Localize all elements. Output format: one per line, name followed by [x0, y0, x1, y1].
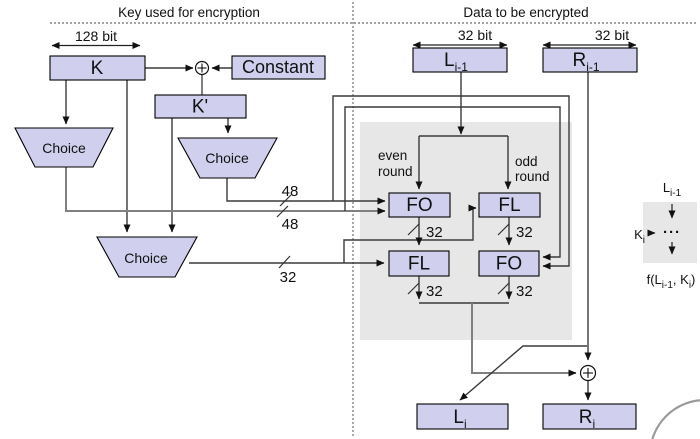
choice2-trapezoid — [177, 137, 278, 179]
bus-slash-fl-odd-out — [497, 223, 510, 236]
bus-label-fl-even-out: 32 — [426, 283, 443, 300]
fl-even-box — [388, 250, 450, 277]
l-input-label: Li-1 — [444, 50, 468, 74]
connector-r-to-l-out-swap — [459, 345, 587, 401]
bus-label-fo-odd-out: 32 — [516, 283, 533, 300]
legend-function-dots: ··· — [663, 224, 681, 241]
legend-input-label: Li-1 — [663, 180, 682, 199]
l-output-label: Li — [453, 407, 466, 431]
l-output-box — [416, 403, 509, 430]
kprime-box-label: K' — [192, 97, 208, 118]
bus-label-fo-even-out: 32 — [426, 224, 443, 241]
choice2-label: Choice — [205, 150, 249, 166]
k-box — [49, 55, 146, 81]
fo-even-label: FO — [406, 195, 432, 216]
choice1-trapezoid — [14, 127, 114, 168]
fl-even-label: FL — [408, 254, 430, 275]
kprime-box — [154, 94, 247, 119]
constant-box — [231, 55, 326, 80]
bus-slash-48-upper — [279, 194, 292, 207]
corner-arc-decoration — [651, 399, 700, 439]
fl-odd-label: FL — [498, 195, 520, 216]
fo-odd-label: FO — [496, 254, 522, 275]
connector-choice1-48bit-to-fo-even — [65, 167, 386, 215]
bus-label-fl-odd-out: 32 — [516, 224, 533, 241]
constant-box-label: Constant — [242, 57, 314, 77]
even-round-label-2: round — [378, 164, 413, 179]
bus-slash-48-lower — [276, 205, 289, 218]
bus-label-32: 32 — [280, 269, 297, 286]
l-width-label: 32 bit — [458, 27, 492, 43]
k-box-label: K — [91, 58, 104, 79]
bus-slash-fo-even-out — [407, 223, 420, 236]
r-input-box — [542, 47, 638, 73]
odd-round-label-2: round — [515, 169, 550, 184]
r-input-label: Ri-1 — [572, 50, 599, 74]
bus-slash-32 — [278, 255, 291, 269]
l-input-box — [412, 47, 508, 73]
bus-label-48-upper: 48 — [282, 183, 299, 200]
connector-48bit-routing-to-fo-odd-a — [332, 95, 570, 270]
left-section-title: Key used for encryption — [118, 5, 260, 20]
bus-label-48-lower: 48 — [282, 216, 299, 233]
connector-48bit-routing-to-fo-odd-b — [344, 106, 561, 261]
choice3-label: Choice — [124, 250, 168, 266]
fo-even-box — [388, 192, 451, 218]
odd-round-label-1: odd — [515, 154, 538, 169]
choice3-trapezoid — [96, 236, 198, 278]
connector-f-output-to-xor — [471, 303, 577, 377]
fl-odd-box — [478, 192, 541, 218]
k-width-label: 128 bit — [75, 28, 117, 44]
xor2-icon — [579, 364, 597, 382]
right-section-title: Data to be encrypted — [463, 5, 588, 20]
xor1-icon — [194, 60, 210, 76]
legend-key-label: Ki — [634, 227, 645, 246]
r-output-box — [542, 403, 637, 430]
r-width-label: 32 bit — [595, 27, 629, 43]
bus-slash-fo-odd-out — [497, 282, 510, 295]
connector-choice3-32bit-to-fl-odd — [343, 204, 477, 263]
legend-output-label: f(Li-1, Ki) — [647, 272, 696, 291]
r-output-label: Ri — [579, 407, 595, 431]
fo-odd-box — [478, 250, 540, 277]
bus-slash-fl-even-out — [407, 282, 420, 295]
even-round-label-1: even — [378, 148, 407, 163]
choice1-label: Choice — [42, 140, 86, 156]
